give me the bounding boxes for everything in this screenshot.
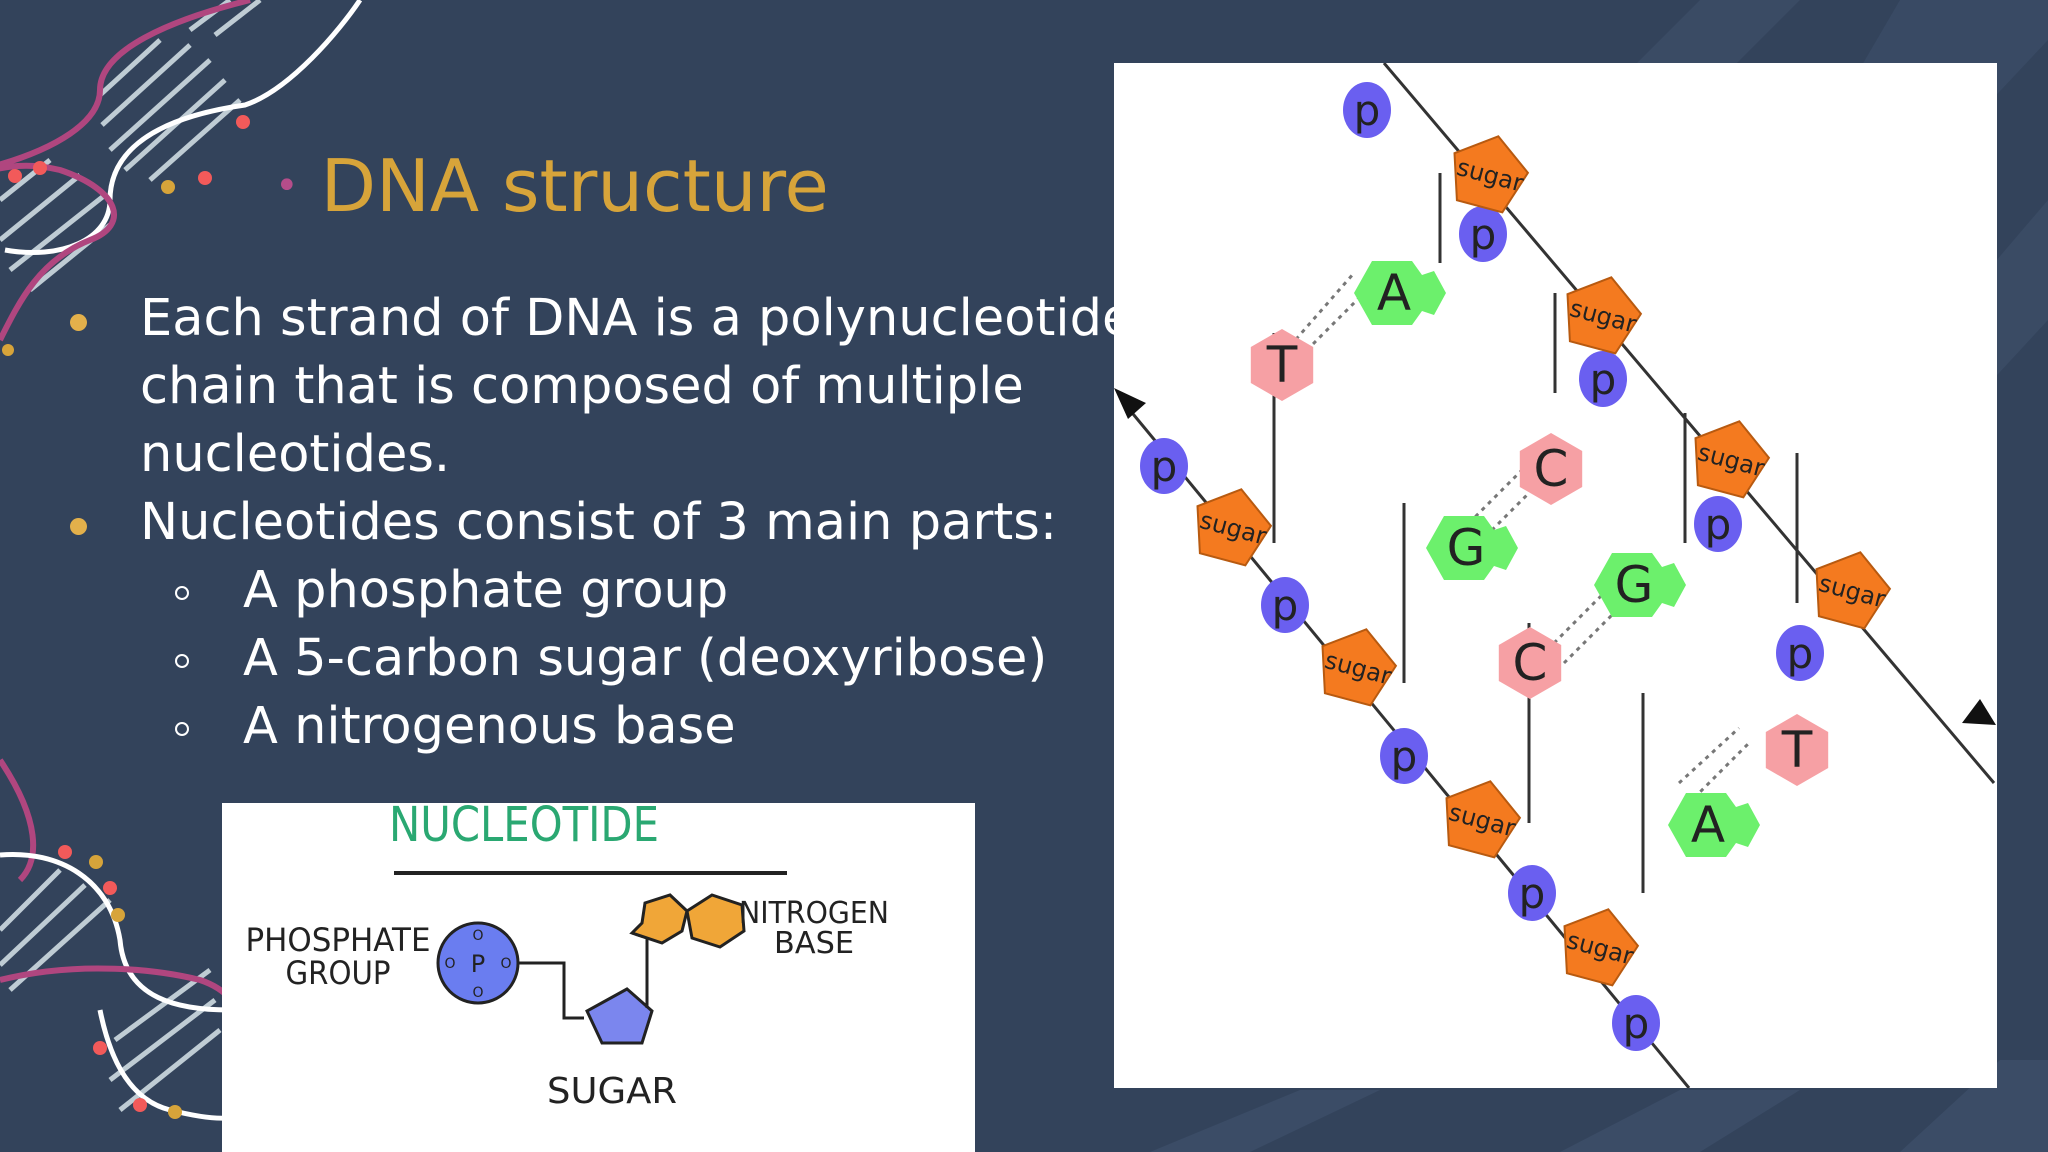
phosphate-symbol: P (471, 950, 485, 978)
sugar-pentagon (1321, 628, 1398, 707)
sugar-pentagon (1445, 780, 1522, 859)
nucleotide-diagram: NUCLEOTIDE PHOSPHATE GROUP P O O O O NIT… (222, 797, 975, 1152)
base-letter: T (1781, 721, 1813, 779)
bullet-dot (70, 518, 87, 535)
phosphate-label: p (1470, 210, 1497, 259)
phosphate-label: p (1623, 999, 1650, 1048)
title-bullet: • (275, 163, 299, 209)
base-letter: A (1377, 264, 1411, 322)
slide-title: DNA structure (320, 144, 829, 228)
phosphate-circle (1612, 995, 1660, 1051)
base-shape (1426, 516, 1518, 580)
sub-bullet-circle (175, 654, 189, 668)
bullet-dot (70, 314, 87, 331)
phosphate-label-line1: PHOSPHATE (246, 921, 431, 959)
dna-nodes: ppppppppppsugarsugarsugarsugarsugarsugar… (1140, 82, 1892, 1051)
hydrogen-bond (1467, 456, 1536, 525)
bullet-list: Each strand of DNA is a polynucleotide c… (60, 285, 1134, 761)
base-shape (1668, 793, 1760, 857)
phosphate-circle (1459, 206, 1507, 262)
sugar-label: SUGAR (547, 1071, 677, 1112)
phosphate-circle (1261, 577, 1309, 633)
oxygen-bottom: O (472, 985, 483, 1001)
phosphate-label: p (1272, 581, 1299, 630)
phosphate-circle (1343, 82, 1391, 138)
sugar-pentagon (1815, 551, 1892, 630)
base-letter: T (1266, 336, 1298, 394)
sub-bullet-text: A phosphate group (243, 561, 729, 620)
phosphate-circle (1380, 728, 1428, 784)
base-shape (1519, 433, 1583, 505)
base-shape (1594, 553, 1686, 617)
hydrogen-bond (1692, 741, 1751, 800)
phosphate-label: p (1590, 355, 1617, 404)
nitrogen-label-line1: NITROGEN (739, 896, 889, 931)
base-pentagon (629, 893, 689, 945)
base-letter: G (1447, 519, 1486, 577)
sub-bullet-item: A nitrogenous base (60, 693, 1110, 761)
base-shape (1354, 261, 1446, 325)
sugar-pentagon (1196, 488, 1273, 567)
dna-rungs (1282, 272, 1751, 800)
nucleotide-svg: NUCLEOTIDE PHOSPHATE GROUP P O O O O NIT… (246, 797, 890, 1112)
bullet-item: Nucleotides consist of 3 main parts: (60, 489, 1110, 557)
sugar-pentagon (585, 987, 654, 1045)
sugar-pentagon (1453, 135, 1530, 214)
phosphate-label: p (1705, 500, 1732, 549)
phosphate-label: p (1354, 86, 1381, 135)
phosphate-circle (1140, 438, 1188, 494)
hydrogen-bond (1677, 726, 1741, 785)
dna-svg: ppppppppppsugarsugarsugarsugarsugarsugar… (1114, 62, 1996, 1089)
bullet-item: Each strand of DNA is a polynucleotide c… (60, 285, 1134, 489)
base-shape (1498, 627, 1562, 699)
base-letter: G (1615, 556, 1654, 614)
base-shape (1765, 714, 1829, 786)
phosphate-label: p (1391, 732, 1418, 781)
sub-bullet-text: A nitrogenous base (243, 697, 736, 756)
sugar-pentagon (1694, 420, 1771, 499)
nitrogen-label-line2: BASE (774, 926, 854, 961)
base-letter: C (1513, 634, 1548, 692)
phosphate-circle (1508, 865, 1556, 921)
sub-bullet-text: A 5-carbon sugar (deoxyribose) (243, 629, 1048, 688)
phosphate-circle (1694, 496, 1742, 552)
phosphate-sugar-bond (518, 961, 584, 1020)
nucleotide-title: NUCLEOTIDE (389, 803, 659, 853)
sub-bullet-item: A phosphate group (60, 557, 1110, 625)
base-letter: A (1691, 796, 1725, 854)
sub-bullet-circle (175, 586, 189, 600)
phosphate-circle (1776, 625, 1824, 681)
sugar-pentagon (1566, 276, 1643, 355)
arrow-head-left (1114, 388, 1146, 419)
bullet-line: Each strand of DNA is a polynucleotide (140, 289, 1134, 348)
phosphate-circle (1579, 351, 1627, 407)
oxygen-left: O (444, 956, 455, 972)
bullet-line: Nucleotides consist of 3 main parts: (140, 493, 1058, 552)
sub-bullet-item: A 5-carbon sugar (deoxyribose) (60, 625, 1110, 693)
bullet-line: nucleotides. (140, 425, 451, 484)
sub-bullet-circle (175, 722, 189, 736)
base-shape (1250, 329, 1314, 401)
dna-helix-decoration (0, 0, 363, 1121)
phosphate-label: p (1519, 869, 1546, 918)
oxygen-right: O (500, 956, 511, 972)
phosphate-label: p (1151, 442, 1178, 491)
arrow-head-right (1962, 699, 1996, 725)
title-row: • DNA structure (275, 150, 829, 222)
base-hexagon (685, 893, 746, 949)
phosphate-label: p (1787, 629, 1814, 678)
oxygen-top: O (472, 928, 483, 944)
phosphate-label-line2: GROUP (286, 954, 391, 992)
bullet-line: chain that is composed of multiple (140, 357, 1024, 416)
sugar-pentagon (1563, 908, 1640, 987)
base-letter: C (1534, 440, 1569, 498)
